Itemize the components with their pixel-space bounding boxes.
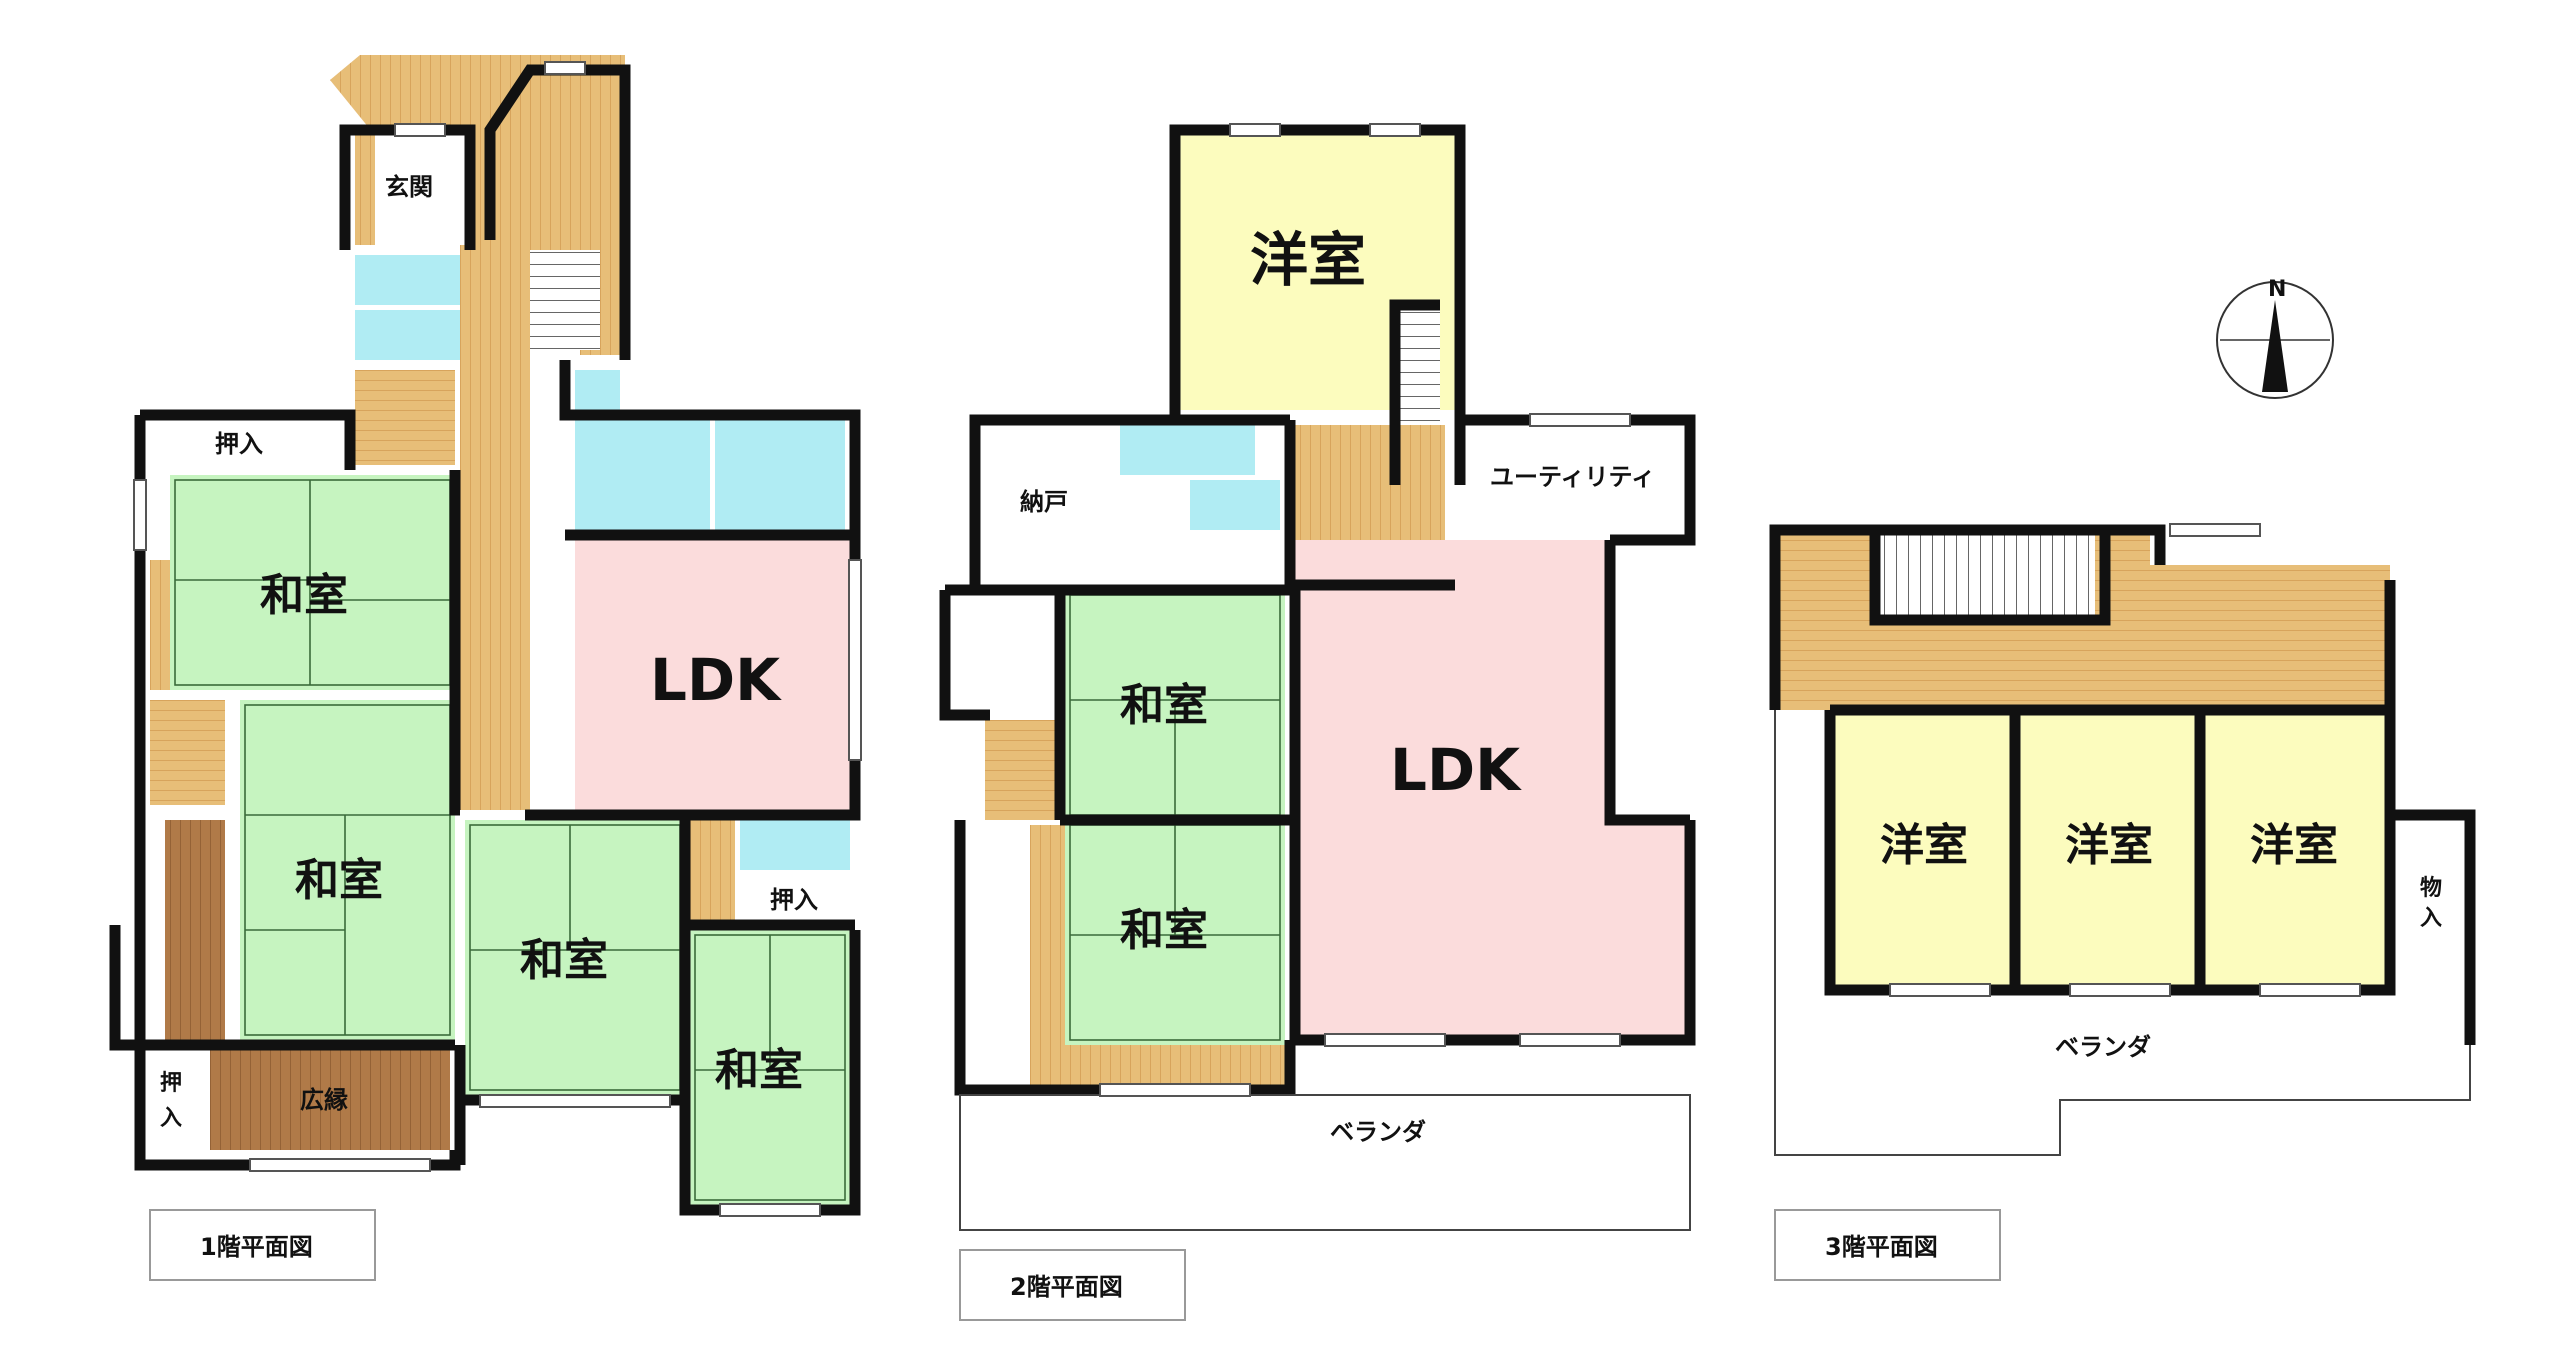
- f1-washitsu-2-label: 和室: [295, 855, 383, 906]
- f1-stair: [530, 250, 600, 350]
- f1-windows: [133, 61, 862, 1217]
- floor-1: 玄関 押入 和室 LDK 和室 和室 押入 和室 広縁 押 入: [109, 55, 862, 1217]
- f2-youshitsu-label: 洋室: [1250, 226, 1366, 294]
- f1-wood-small: [355, 370, 455, 465]
- f2-nando-label: 納戸: [1020, 488, 1068, 516]
- f2-caption-box: [959, 1249, 1186, 1321]
- f2-washitsu-2-label: 和室: [1120, 905, 1208, 956]
- f3-veranda: [1774, 710, 2471, 1156]
- f1-oshiire-top-label: 押入: [215, 430, 263, 458]
- f1-side-wood-2: [150, 700, 225, 805]
- f3-veranda-label: ベランダ: [2055, 1033, 2151, 1061]
- f3-monoire-label-b: 入: [2420, 906, 2442, 931]
- f3-youshitsu-1-label: 洋室: [1880, 820, 1968, 871]
- compass-circle: [2216, 281, 2334, 399]
- f3-youshitsu-2-label: 洋室: [2065, 820, 2153, 871]
- f1-ldk-label: LDK: [650, 646, 782, 714]
- f3-caption-box: [1774, 1209, 2001, 1281]
- compass-north-label: N: [2268, 277, 2286, 302]
- f1-toilet-3: [740, 820, 850, 870]
- f1-bottom-strip: [465, 1105, 680, 1155]
- f2-wood-left: [985, 720, 1060, 820]
- f1-wood-small-2: [690, 820, 735, 920]
- f2-utility-label: ユーティリティ: [1490, 463, 1655, 491]
- f1-washitsu-4-label: 和室: [715, 1045, 803, 1096]
- f1-hiroen-label: 広縁: [300, 1086, 348, 1114]
- f1-bath-2: [715, 420, 845, 535]
- north-arrow-icon: [2262, 300, 2288, 392]
- f3-youshitsu-3-area: [2205, 710, 2385, 985]
- captions: 1階平面図 2階平面図 3階平面図: [149, 1209, 2001, 1321]
- f2-walls: [939, 124, 1696, 1096]
- f2-ldk-label: LDK: [1390, 736, 1522, 804]
- f1-caption-box: [149, 1209, 376, 1281]
- f1-main-hall: [330, 55, 625, 810]
- f1-side-wood-1: [150, 560, 170, 690]
- f3-windows: [1889, 523, 2361, 997]
- f1-oshiire-side: [140, 1050, 205, 1150]
- compass: N: [2216, 277, 2334, 399]
- floor-2: 洋室 納戸 ユーティリティ 和室 和室 LDK ベランダ: [939, 123, 1696, 1231]
- f1-genkan-label: 玄関: [385, 173, 433, 201]
- f1-washitsu-1-label: 和室: [260, 570, 348, 621]
- f2-wood-l: [1030, 825, 1285, 1085]
- f1-toilet-1: [355, 255, 460, 305]
- f1-oshiire-mid: [740, 875, 850, 925]
- f1-hiroen-area: [210, 1050, 450, 1150]
- f2-closet-stack: [960, 825, 1030, 1085]
- f1-washitsu-3-label: 和室: [520, 935, 608, 986]
- f3-walls: [1769, 524, 2476, 1045]
- f3-monoire-label-a: 物: [2420, 875, 2442, 901]
- f2-washitsu-1-label: 和室: [1120, 680, 1208, 731]
- f1-oshiire-side-label-b: 入: [160, 1106, 182, 1131]
- f2-veranda-label: ベランダ: [1330, 1118, 1426, 1146]
- f1-washitsu-2-area: [240, 700, 455, 1040]
- f1-washitsu-1-area: [170, 475, 455, 690]
- f2-veranda: [959, 1094, 1691, 1231]
- f2-toilet-1: [1120, 425, 1255, 475]
- f1-ldk-area: [575, 540, 850, 810]
- f1-oshiire-top: [145, 420, 345, 470]
- f1-oshiire-side-label-a: 押: [160, 1070, 182, 1096]
- f1-toilet-2: [355, 310, 460, 360]
- f2-toilet-2: [1190, 480, 1280, 530]
- f3-youshitsu-2-area: [2020, 710, 2200, 985]
- f1-bath-1: [575, 420, 710, 535]
- f1-genkan-step: [355, 135, 375, 245]
- f2-utility: [1465, 420, 1685, 530]
- f2-windows: [1099, 123, 1631, 1097]
- f3-monoire: [2395, 820, 2465, 970]
- floor-3: 洋室 洋室 洋室 物 入 ベランダ: [1769, 523, 2476, 1156]
- f3-caption: 3階平面図: [1825, 1233, 1938, 1261]
- f1-engawa: [165, 820, 225, 1040]
- f1-tatami-lines: [174, 479, 846, 1201]
- f3-youshitsu-1-area: [1835, 710, 2015, 985]
- f3-youshitsu-3-label: 洋室: [2250, 820, 2338, 871]
- f1-washitsu-3-area: [465, 820, 685, 1095]
- f2-caption: 2階平面図: [1010, 1273, 1123, 1301]
- f3-stair: [1880, 535, 2095, 615]
- f2-ldk-area: [1290, 540, 1685, 1035]
- f2-closet-top: [945, 595, 1060, 710]
- f1-corridor: [300, 75, 335, 145]
- f1-caption: 1階平面図: [200, 1233, 313, 1261]
- f1-oshiire-mid-label: 押入: [770, 886, 818, 914]
